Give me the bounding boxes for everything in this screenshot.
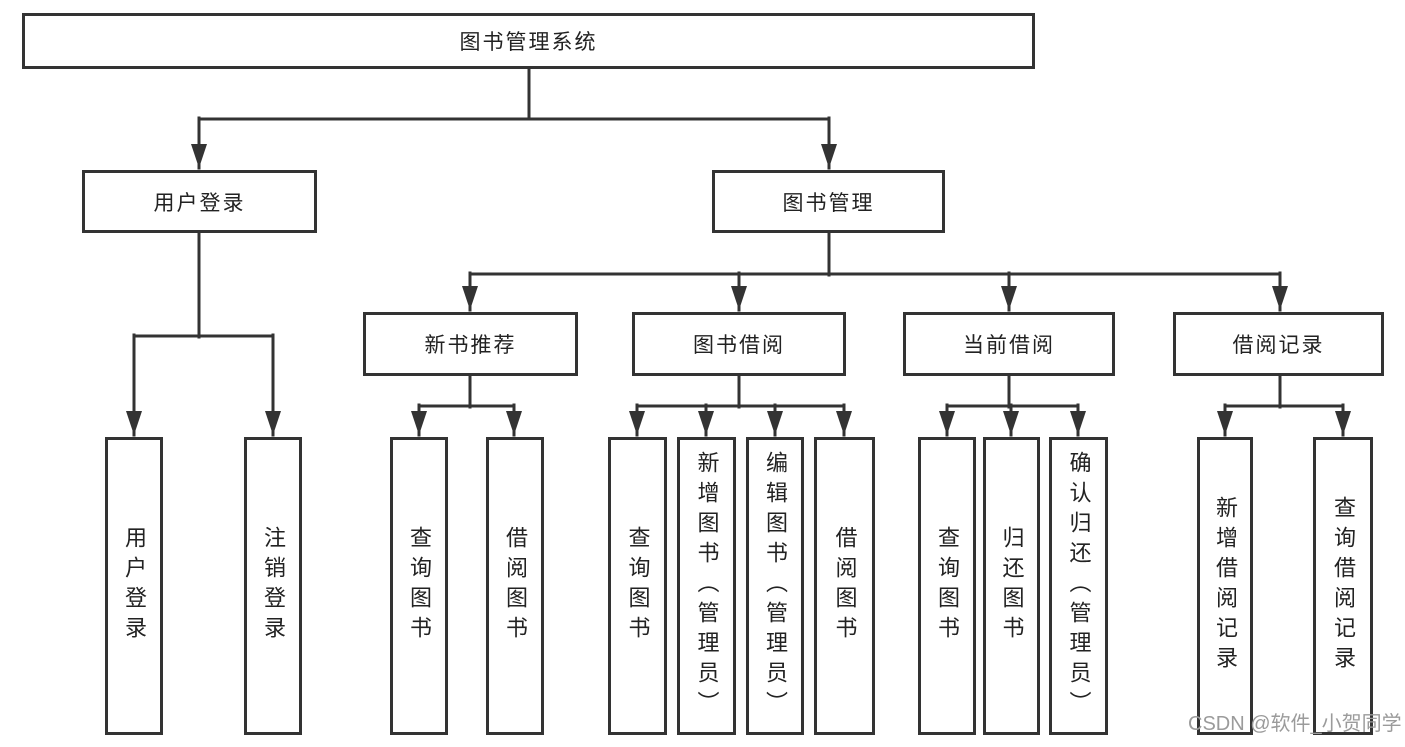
node-user-login-label: 用户登录 [153, 191, 246, 215]
leaf-rec-query-books-label: 查询图书 [407, 526, 432, 646]
node-new-book-rec-label: 新书推荐 [424, 334, 517, 357]
leaf-br-add-record-label: 新增借阅记录 [1213, 496, 1238, 676]
leaf-rec-borrow-books: 借阅图书 [486, 437, 544, 735]
leaf-user-login-label: 用户登录 [122, 526, 147, 646]
leaf-br-query-record-label: 查询借阅记录 [1331, 496, 1356, 676]
leaf-cb-confirm-return: 确认归还（管理员） [1049, 437, 1108, 735]
leaf-bb-borrow-books-label: 借阅图书 [832, 526, 858, 646]
leaf-bb-edit-books: 编辑图书（管理员） [746, 437, 804, 735]
csdn-watermark: CSDN @软件_小贺同学 [1188, 713, 1402, 735]
leaf-cb-return-books-label: 归还图书 [999, 526, 1025, 646]
node-borrow-records: 借阅记录 [1173, 312, 1384, 376]
node-book-borrow: 图书借阅 [632, 312, 846, 376]
leaf-br-add-record: 新增借阅记录 [1197, 437, 1253, 735]
leaf-cb-return-books: 归还图书 [983, 437, 1040, 735]
leaf-user-login: 用户登录 [105, 437, 163, 735]
node-borrow-records-label: 借阅记录 [1232, 334, 1325, 357]
leaf-bb-query-books: 查询图书 [608, 437, 667, 735]
node-current-borrow: 当前借阅 [903, 312, 1115, 376]
leaf-rec-borrow-books-label: 借阅图书 [503, 526, 528, 646]
leaf-bb-edit-books-label: 编辑图书（管理员） [763, 451, 788, 721]
leaf-logout-label: 注销登录 [261, 526, 286, 646]
node-current-borrow-label: 当前借阅 [963, 334, 1055, 357]
leaf-bb-add-books-label: 新增图书（管理员） [694, 451, 720, 721]
leaf-rec-query-books: 查询图书 [390, 437, 448, 735]
leaf-cb-query-books: 查询图书 [918, 437, 976, 735]
leaf-bb-query-books-label: 查询图书 [625, 526, 651, 646]
leaf-bb-borrow-books: 借阅图书 [814, 437, 875, 735]
node-book-borrow-label: 图书借阅 [693, 334, 785, 357]
node-book-mgmt: 图书管理 [712, 170, 945, 233]
leaf-cb-confirm-return-label: 确认归还（管理员） [1066, 451, 1092, 721]
node-new-book-rec: 新书推荐 [363, 312, 578, 376]
leaf-logout: 注销登录 [244, 437, 302, 735]
node-user-login: 用户登录 [82, 170, 317, 233]
leaf-cb-query-books-label: 查询图书 [935, 526, 960, 646]
node-book-mgmt-label: 图书管理 [782, 191, 875, 215]
node-root: 图书管理系统 [22, 13, 1035, 69]
leaf-br-query-record: 查询借阅记录 [1313, 437, 1373, 735]
node-root-label: 图书管理系统 [459, 31, 598, 54]
leaf-bb-add-books: 新增图书（管理员） [677, 437, 736, 735]
